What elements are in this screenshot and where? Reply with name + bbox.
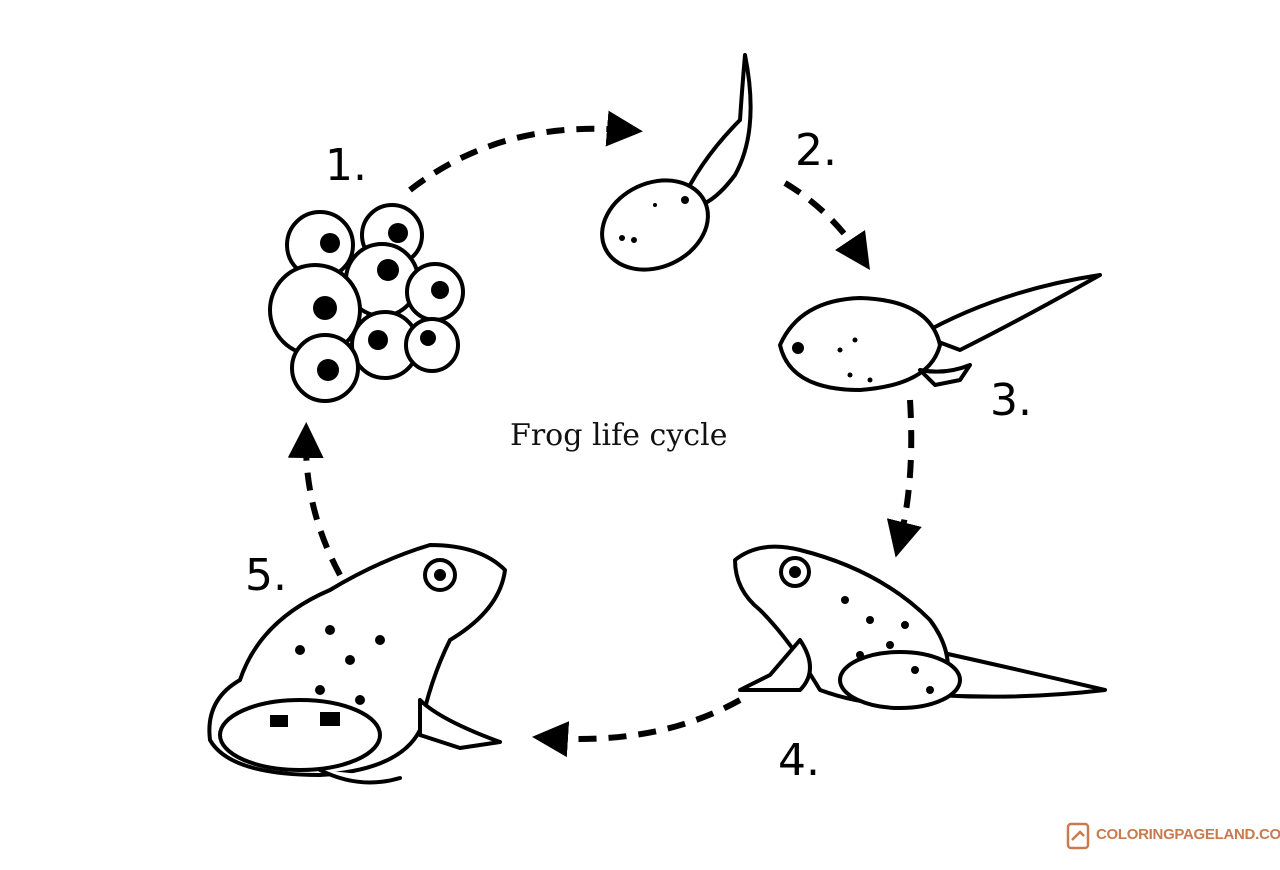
tadpole-illustration [600,53,753,272]
stage-number-1: 1. [325,140,367,191]
stage-number-2: 2. [795,125,837,176]
arrow-1-to-2 [408,110,643,193]
eggs-illustration [268,203,465,403]
adult-frog-illustration [207,543,507,785]
arrow-2-to-3 [783,180,870,270]
stage-number-5: 5. [245,550,287,601]
arrow-3-to-4 [886,399,922,558]
watermark: COLORINGPAGELAND.COM [1066,826,1280,843]
stage-number-3: 3. [990,375,1032,426]
arrow-4-to-5 [532,697,742,758]
watermark-text: COLORINGPAGELAND.COM [1096,826,1280,843]
arrow-5-to-1 [287,422,343,577]
tadpole-with-legs-illustration [778,273,1102,392]
froglet-illustration [733,544,1107,710]
stage-number-4: 4. [778,735,820,786]
watermark-logo-icon [1066,822,1090,850]
diagram-title: Frog life cycle [510,418,728,453]
